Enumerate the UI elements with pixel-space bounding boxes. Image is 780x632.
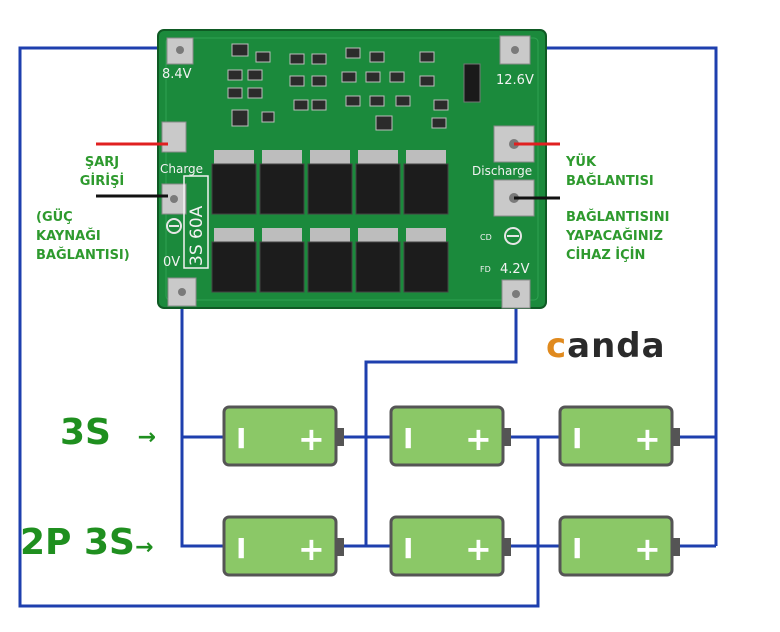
wire-8v4 [18,46,540,608]
pad-charge-plus [161,121,187,153]
wire-4v2 [364,295,518,546]
row-label-3s: 3S → [60,412,156,453]
battery-r1-c2: I + [389,405,511,467]
label-0v: 0V [163,255,180,270]
label-4v2: 4.2V [500,262,530,277]
battery-r2-c2: I + [389,515,511,577]
battery-plus-label: + [298,530,325,568]
brand-logo-first: c [546,326,568,366]
brand-logo: canda [546,326,666,366]
pad-charge-minus [161,183,187,215]
battery-plus-label: + [465,420,492,458]
mosfets-top-row [211,150,449,215]
label-cihaz: BAĞLANTISINI YAPACAĞINIZ CİHAZ İÇİN [566,208,696,265]
wire-0v [180,290,224,548]
label-charge: Charge [160,162,203,176]
label-model: 3S 60A [187,205,207,266]
label-cd: CD [480,233,492,242]
arrow-right-icon: → [134,535,154,560]
brand-logo-rest: anda [567,326,666,366]
label-discharge: Discharge [472,164,532,178]
label-sarj-girisi: ŞARJ GİRİŞİ [52,153,152,191]
wire-8v4-row2-b [510,437,540,548]
pad-top-right [499,35,531,65]
lead-wires [96,142,560,200]
cihaz-line-1: BAĞLANTISINI [566,210,670,225]
battery-plus-label: + [634,420,661,458]
pad-top-left [166,37,194,65]
batteries: I + I + I + I + I + [222,405,680,577]
battery-plus-label: + [298,420,325,458]
guc-line-2: KAYNAĞI [36,229,101,244]
label-guc-kaynagi: (GÜÇ KAYNAĞI BAĞLANTISI) [36,208,156,265]
diode [463,63,481,103]
cihaz-line-2: YAPACAĞINIZ [566,229,663,244]
yuk-line-2: BAĞLANTISI [566,174,654,189]
battery-r2-c3: I + [558,515,680,577]
row-label-2p3s-text: 2P 3S [20,522,135,563]
mosfets-bottom-row [211,228,449,293]
board-minus-symbols [166,218,522,245]
battery-minus-label: I [236,422,246,455]
blue-wires [18,46,718,608]
label-fd: FD [480,265,491,274]
sarj-line-1: ŞARJ [84,155,120,170]
pad-bottom-left [167,277,197,307]
label-12v6: 12.6V [496,73,534,88]
arrow-right-icon: → [137,425,156,450]
battery-plus-label: + [634,530,661,568]
label-8v4: 8.4V [162,67,192,82]
battery-r1-c3: I + [558,405,680,467]
guc-line-3: BAĞLANTISI) [36,248,130,263]
yuk-line-1: YÜK [566,155,597,170]
row-label-3s-text: 3S [60,412,111,453]
cihaz-line-3: CİHAZ İÇİN [566,248,646,263]
battery-plus-label: + [465,530,492,568]
battery-minus-label: I [572,532,582,565]
smd-components [227,43,449,131]
wire-12v6 [515,46,718,546]
label-yuk-baglantisi: YÜK BAĞLANTISI [566,153,656,191]
battery-r1-c1: I + [222,405,344,467]
battery-r2-c1: I + [222,515,344,577]
battery-minus-label: I [236,532,246,565]
pad-bottom-right [501,279,531,309]
row-label-2p3s: 2P 3S→ [20,522,153,563]
battery-minus-label: I [403,422,413,455]
sarj-line-2: GİRİŞİ [79,174,125,189]
guc-line-1: (GÜÇ [36,210,73,225]
battery-minus-label: I [403,532,413,565]
bms-board: 8.4V 12.6V 0V 4.2V Charge Discharge CD F… [157,29,547,309]
battery-minus-label: I [572,422,582,455]
